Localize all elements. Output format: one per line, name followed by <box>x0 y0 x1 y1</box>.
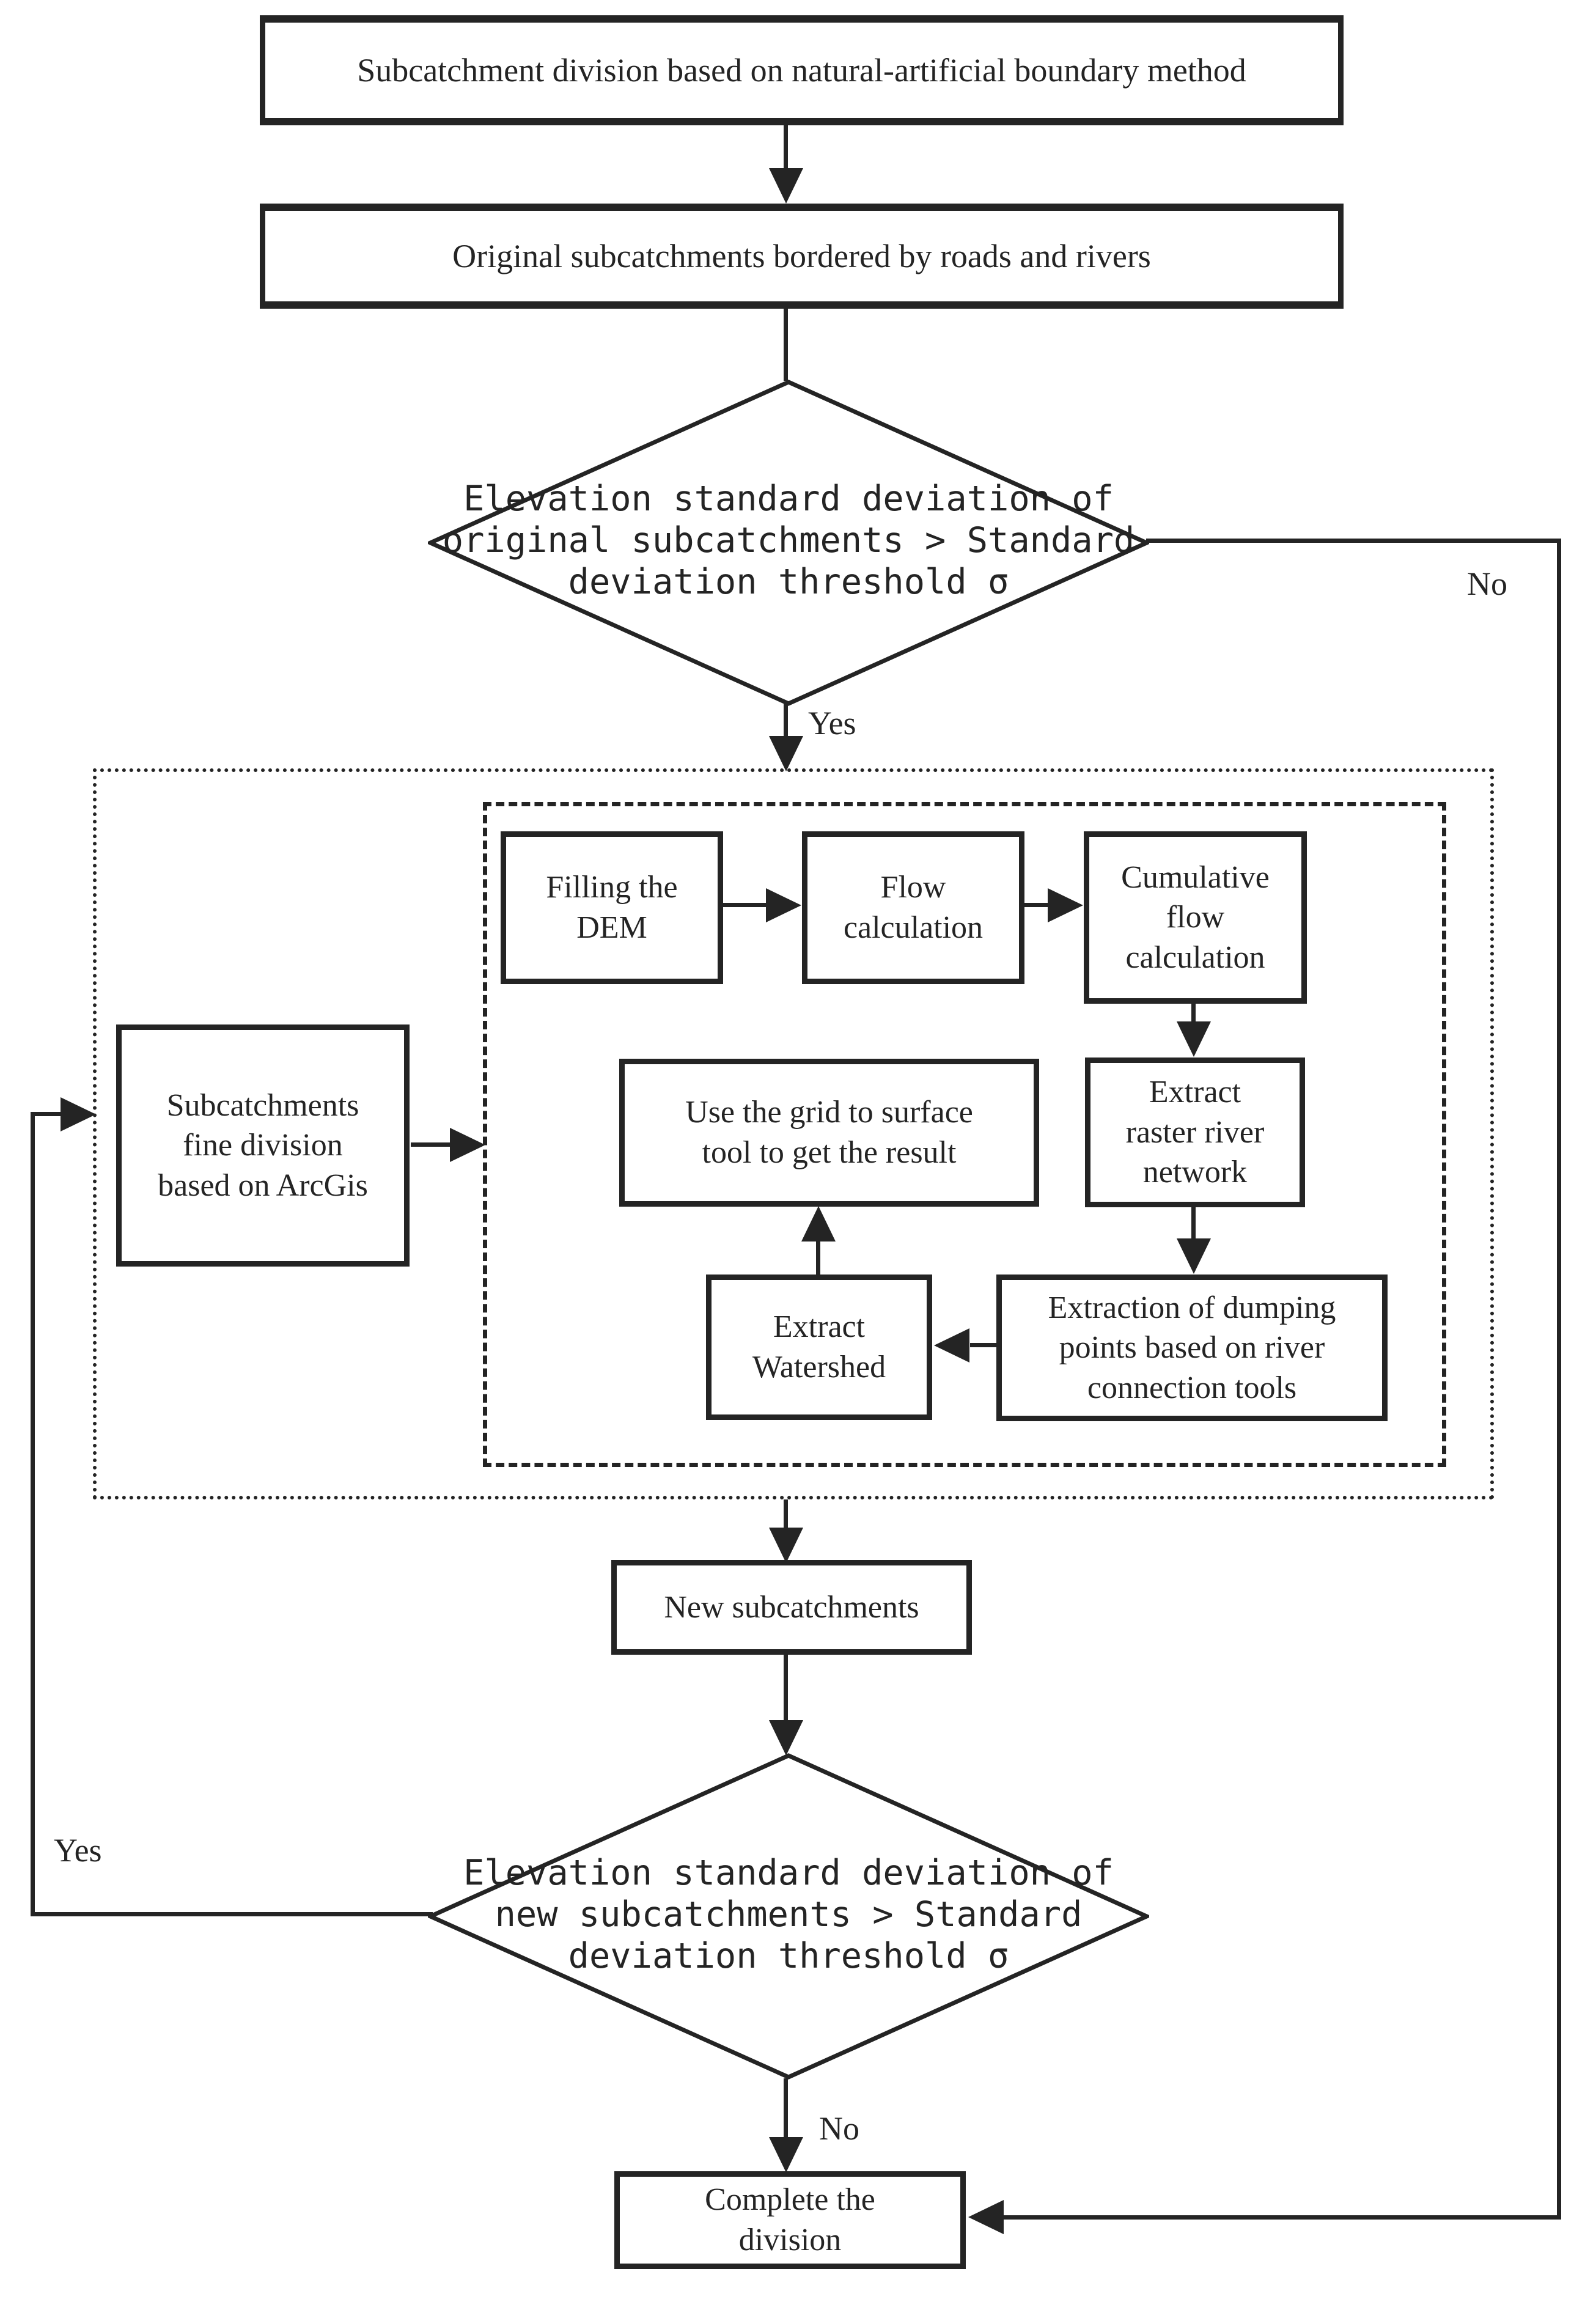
connector-flow-to-cumulative <box>1024 903 1050 907</box>
node-original-subcatchments: Original subcatchments bordered by roads… <box>260 204 1344 309</box>
node-complete-division: Complete the division <box>614 2171 966 2269</box>
arrowhead-group-to-new <box>769 1528 803 1563</box>
connector-decision1-yes <box>784 703 788 738</box>
connector-dem-to-flow <box>723 903 766 907</box>
label-yes-decision2: Yes <box>54 1832 102 1869</box>
connector-group-to-new <box>784 1499 788 1528</box>
label-no-decision2: No <box>819 2110 859 2147</box>
node-filling-dem: Filling the DEM <box>501 831 723 984</box>
decision1-diamond-shape <box>428 380 1149 706</box>
node-extraction-dumping-points: Extraction of dumping points based on ri… <box>996 1275 1388 1421</box>
decision2-label: Elevation standard deviation of new subc… <box>463 1853 1114 1976</box>
arrowhead-no-into-complete <box>968 2200 1004 2234</box>
node-use-grid-to-surface: Use the grid to surface tool to get the … <box>619 1059 1039 1207</box>
node-subcatchments-fine-division: Subcatchments fine division based on Arc… <box>116 1024 410 1267</box>
connector-original-to-decision1 <box>784 307 788 381</box>
connector-decision1-no-vertical <box>1557 539 1561 2220</box>
connector-new-to-decision2 <box>784 1655 788 1721</box>
arrowhead-dem-to-flow <box>766 888 801 922</box>
connector-raster-to-dumping <box>1191 1207 1196 1240</box>
arrowhead-new-to-decision2 <box>769 1720 803 1756</box>
arrowhead-raster-to-dumping <box>1177 1238 1211 1274</box>
connector-top-to-original <box>784 125 788 169</box>
arrowhead-decision2-yes-return <box>61 1097 96 1131</box>
label-yes-decision1: Yes <box>808 705 856 741</box>
decision1-label: Elevation standard deviation of original… <box>442 479 1135 602</box>
arrowhead-fine-division-to-tools <box>450 1128 485 1162</box>
arrowhead-decision1-yes <box>769 736 803 771</box>
connector-decision2-yes-horizontal <box>31 1912 433 1916</box>
node-cumulative-flow-calculation: Cumulative flow calculation <box>1084 831 1307 1004</box>
connector-no-into-complete <box>1004 2215 1561 2220</box>
node-extract-watershed: Extract Watershed <box>706 1275 932 1420</box>
node-subcatchment-division: Subcatchment division based on natural-a… <box>260 15 1344 125</box>
node-new-subcatchments: New subcatchments <box>611 1560 972 1655</box>
connector-decision2-yes-vertical <box>31 1112 35 1916</box>
connector-dumping-to-watershed <box>970 1343 996 1347</box>
arrowhead-flow-to-cumulative <box>1048 888 1083 922</box>
connector-decision1-no-horizontal <box>1146 539 1561 543</box>
arrowhead-cumulative-to-raster <box>1177 1021 1211 1057</box>
dotted-group-container <box>93 768 1494 1499</box>
connector-fine-division-to-tools <box>411 1142 450 1147</box>
node-flow-calculation: Flow calculation <box>802 831 1024 984</box>
node-extract-raster-river-network: Extract raster river network <box>1085 1058 1305 1207</box>
arrowhead-decision2-no <box>769 2137 803 2172</box>
arrowhead-top-to-original <box>769 168 803 204</box>
arrowhead-dumping-to-watershed <box>934 1328 969 1363</box>
arrowhead-watershed-to-grid <box>801 1206 836 1241</box>
connector-cumulative-to-raster <box>1191 1004 1196 1026</box>
connector-watershed-to-grid <box>816 1240 820 1275</box>
connector-decision2-no <box>784 2078 788 2137</box>
decision2-diamond-shape <box>428 1753 1149 2080</box>
connector-decision2-yes-return <box>34 1112 61 1116</box>
label-no-decision1: No <box>1467 565 1507 602</box>
